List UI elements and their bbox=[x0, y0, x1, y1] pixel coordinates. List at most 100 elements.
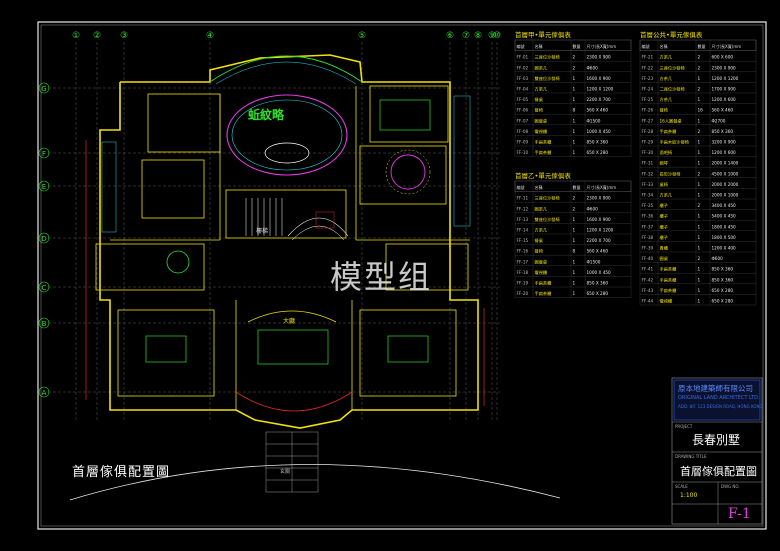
table-cell: 1200 X 1200 bbox=[587, 87, 614, 92]
table-cell: FF-07 bbox=[517, 118, 529, 123]
table-cell: 雙座位沙發椅 bbox=[535, 75, 560, 82]
table-cell: 2 bbox=[573, 65, 576, 70]
table-cell: FF-42 bbox=[642, 277, 654, 282]
scale-value: 1:100 bbox=[680, 492, 698, 499]
table-cell: 電視櫃 bbox=[535, 128, 548, 135]
table-header-cell: 名稱 bbox=[535, 43, 543, 49]
table-header-cell: 尺寸(長X寬)mm bbox=[587, 184, 617, 190]
table-cell: 3200 X 900 bbox=[712, 140, 737, 145]
table-cell: 手扁茶櫃 bbox=[660, 276, 678, 283]
grid-col-marker: ③ bbox=[120, 31, 128, 41]
table-cell: 2 bbox=[698, 87, 701, 92]
table-cell: 560 X 460 bbox=[712, 108, 734, 113]
table-cell: 圓桌 bbox=[660, 255, 669, 262]
table-cell: FF-17 bbox=[517, 259, 529, 264]
table-cell: 手扁茶櫃 bbox=[535, 139, 553, 146]
table-cell: 1200 X 400 bbox=[712, 246, 737, 251]
table-cell: 1 bbox=[698, 277, 701, 282]
table-cell: 手扁茶櫃 bbox=[535, 280, 553, 287]
project-label: PROJECT bbox=[675, 424, 693, 429]
table-cell: 1 bbox=[698, 97, 701, 102]
table-cell: 1 bbox=[573, 140, 576, 145]
table-cell: 2 bbox=[698, 129, 701, 134]
table-cell: 2 bbox=[573, 206, 576, 211]
table-cell: 1 bbox=[698, 193, 701, 198]
table-cell: 圓餐桌 bbox=[535, 117, 548, 124]
table-cell: 1 bbox=[573, 270, 576, 275]
table-cell: FF-15 bbox=[517, 238, 529, 243]
room-label-stair: 樓梯 bbox=[256, 228, 269, 235]
table-cell: FF-09 bbox=[517, 140, 529, 145]
company-name-en: ORIGINAL LAND ARCHITECT LTD. bbox=[678, 395, 760, 401]
table-cell: 2 bbox=[698, 65, 701, 70]
table-cell: 鋼琴 bbox=[660, 160, 669, 167]
table-cell: 1 bbox=[698, 224, 701, 229]
title-block bbox=[671, 377, 763, 525]
round-dining-table bbox=[385, 149, 431, 195]
table-header-cell: 數量 bbox=[573, 43, 581, 49]
sheet-number: F-1 bbox=[728, 506, 751, 522]
table-cell: 方茶几 bbox=[535, 227, 548, 234]
table-cell: 1 bbox=[573, 228, 576, 233]
table-cell: 1 bbox=[698, 288, 701, 293]
room-label-hall: 大廳 bbox=[283, 318, 296, 325]
table-cell: 桌椅 bbox=[660, 181, 668, 188]
table-cell: FF-02 bbox=[517, 65, 529, 70]
table-cell: 1200 X 600 bbox=[712, 150, 737, 155]
terrace-arc bbox=[209, 55, 363, 83]
table-cell: 方茶几 bbox=[660, 75, 673, 82]
grid-row-marker: B bbox=[42, 320, 47, 328]
grid-row-marker: G bbox=[41, 85, 46, 93]
table-cell: FF-30 bbox=[642, 150, 654, 155]
table-cell: 2 bbox=[698, 171, 701, 176]
sheet-border-inner bbox=[40, 24, 764, 527]
table-cell: 1 bbox=[698, 140, 701, 145]
table-cell: FF-24 bbox=[642, 87, 654, 92]
table-cell: FF-22 bbox=[642, 65, 654, 70]
table-cell: FF-37 bbox=[642, 224, 654, 229]
table-cell: 5400 X 450 bbox=[712, 214, 737, 219]
table-cell: FF-32 bbox=[642, 171, 654, 176]
table-cell: FF-21 bbox=[642, 55, 654, 60]
sheet-label: DWG NO. bbox=[721, 484, 740, 489]
table-cell: 櫃子 bbox=[660, 223, 668, 230]
table-cell: FF-35 bbox=[642, 203, 654, 208]
table-cell: 貴櫃 bbox=[660, 245, 669, 252]
grid-col-marker: ④ bbox=[206, 31, 214, 41]
table-cell: 1 bbox=[698, 246, 701, 251]
table-cell: 餐椅 bbox=[535, 107, 543, 114]
table-cell: 1 bbox=[698, 118, 701, 123]
table-cell: 2200 X 700 bbox=[587, 97, 612, 102]
table-cell: FF-12 bbox=[517, 206, 529, 211]
table-cell: FF-13 bbox=[517, 217, 529, 222]
table-cell: 2 bbox=[573, 196, 576, 201]
table-cell: 方茶几 bbox=[660, 54, 673, 61]
project-name: 長春別墅 bbox=[692, 433, 741, 447]
table-cell: 2 bbox=[698, 55, 701, 60]
grid-row-marker: D bbox=[41, 235, 46, 243]
table-header-cell: 尺寸(長X寬)mm bbox=[587, 43, 617, 49]
table-cell: FF-16 bbox=[517, 249, 529, 254]
table-cell: 1 bbox=[573, 118, 576, 123]
table-cell: FF-14 bbox=[517, 228, 529, 233]
table-cell: 16人圓餐桌 bbox=[660, 117, 683, 124]
table-cell: 1 bbox=[573, 291, 576, 296]
plan-title: 首層傢俱配置圖 bbox=[72, 465, 171, 480]
table-cell: 方茶几 bbox=[660, 96, 673, 103]
table-cell: 650 X 280 bbox=[712, 299, 734, 304]
table-cell: FF-28 bbox=[642, 129, 654, 134]
table-cell: 650 X 280 bbox=[587, 291, 609, 296]
site-arc bbox=[69, 464, 561, 501]
table-cell: 三座位沙發椅 bbox=[535, 54, 560, 61]
table-cell: 二座位沙發椅 bbox=[660, 86, 685, 93]
table-cell: 圓餐桌 bbox=[535, 258, 548, 265]
table-cell: 餐桌 bbox=[535, 237, 544, 244]
table-header-cell: 數量 bbox=[573, 184, 581, 190]
table-cell: 1 bbox=[698, 235, 701, 240]
table-cell: 1 bbox=[573, 97, 576, 102]
table-cell: FF-11 bbox=[517, 196, 529, 201]
table-cell: 4500 X 1000 bbox=[712, 171, 739, 176]
